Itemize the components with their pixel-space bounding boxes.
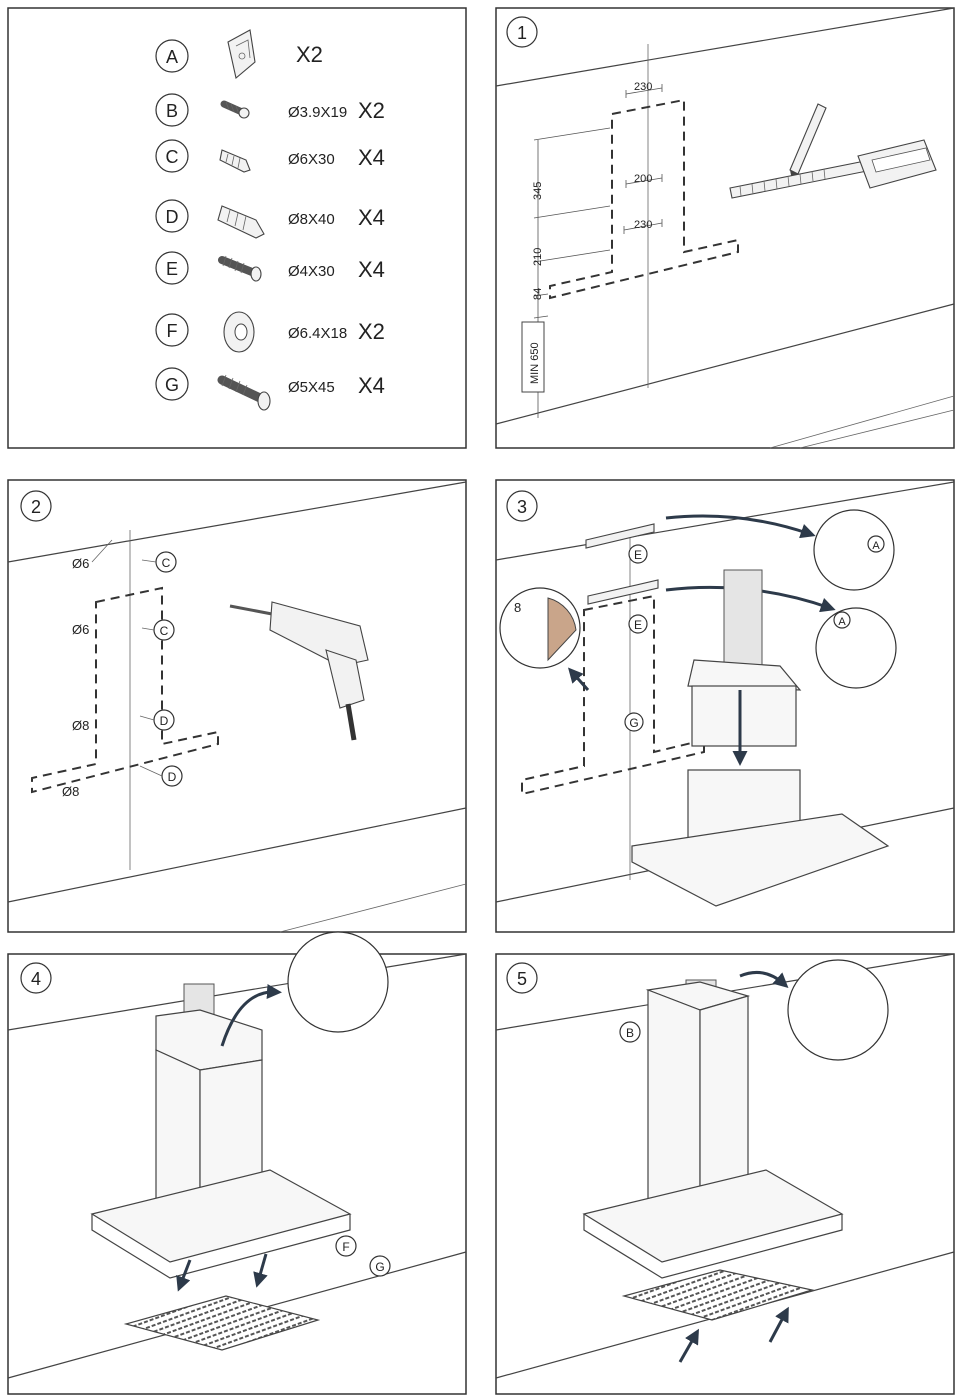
part-size: Ø6X30: [288, 151, 335, 168]
part-qty: X4: [358, 145, 385, 170]
part-callout: B: [626, 1026, 634, 1040]
part-size: Ø3.9X19: [288, 104, 347, 121]
dim-label: 230: [634, 219, 652, 231]
min-height-label: MIN 650: [529, 342, 541, 384]
part-callout: E: [634, 548, 642, 562]
part-qty: X4: [358, 257, 385, 282]
part-qty: X2: [358, 98, 385, 123]
ceiling-line: [7, 481, 467, 563]
small-screw-icon: [220, 100, 250, 119]
part-row-d: D Ø8X40 X4: [155, 199, 385, 239]
part-letter: G: [165, 375, 179, 395]
step-1-panel: 1 230 200 230 345 210 84 MIN 650: [495, 7, 955, 449]
part-row-e: E Ø4X30 X4: [155, 251, 385, 285]
hood-outline: [549, 98, 739, 300]
dim-label: 84: [532, 288, 544, 300]
part-letter-circle: [155, 39, 189, 73]
step-number: 1: [517, 23, 527, 43]
washer-icon: [223, 311, 255, 353]
parts-panel: A X2 B Ø3.9X19 X2 C: [7, 7, 467, 449]
wall-bracket: [587, 579, 659, 605]
step-4-panel: 4 F G: [7, 931, 467, 1395]
tape-measure-icon: [729, 139, 937, 199]
worktop-line: [495, 303, 955, 425]
part-row-a: A X2: [155, 29, 323, 80]
step-3-panel: 3 E E G A A 8: [495, 479, 955, 933]
part-letter: F: [167, 321, 178, 341]
part-row-g: G Ø5X45 X4: [155, 367, 385, 411]
part-letter: B: [166, 101, 178, 121]
dim-label: 200: [634, 173, 652, 185]
dim-label: 345: [532, 182, 544, 200]
dim-label: 8: [514, 600, 521, 615]
part-letter: C: [166, 147, 179, 167]
wood-screw-icon: [218, 255, 262, 282]
power-drill-icon: [229, 601, 369, 741]
part-size: Ø8X40: [288, 211, 335, 228]
part-row-b: B Ø3.9X19 X2: [155, 93, 385, 127]
part-callout: D: [160, 714, 169, 728]
hole-diameter-label: Ø6: [72, 622, 89, 637]
dim-label: 210: [532, 248, 544, 266]
ceiling-line: [495, 7, 955, 87]
wall-plug-small-icon: [219, 149, 251, 173]
part-callout: G: [375, 1260, 384, 1274]
part-size: Ø4X30: [288, 263, 335, 280]
part-callout: C: [162, 556, 171, 570]
part-callout: E: [634, 618, 642, 632]
grease-filter: [621, 1269, 815, 1321]
canopy: [631, 813, 890, 907]
part-callout: C: [160, 624, 169, 638]
duct-pipe: [723, 569, 763, 681]
part-qty: X4: [358, 373, 385, 398]
hole-diameter-label: Ø8: [62, 784, 79, 799]
min-height-box: [521, 321, 545, 393]
step-number: 4: [31, 969, 41, 989]
grease-filter: [123, 1295, 321, 1351]
step-number: 2: [31, 497, 41, 517]
wall-bracket: [585, 523, 655, 549]
part-callout: A: [872, 540, 880, 552]
hole-diameter-label: Ø6: [72, 556, 89, 571]
detail-zoom: [787, 959, 889, 1061]
wall-plug-large-icon: [217, 205, 265, 239]
step-number-circle: [506, 16, 538, 48]
part-size: Ø5X45: [288, 379, 335, 396]
step-number: 3: [517, 497, 527, 517]
bracket-icon: [227, 29, 256, 80]
detail-zoom: [815, 607, 897, 689]
part-row-c: C Ø6X30 X4: [155, 139, 385, 173]
detail-zoom: [813, 509, 895, 591]
wall-section: [547, 597, 577, 662]
part-letter: D: [166, 207, 179, 227]
large-screw-icon: [217, 374, 271, 411]
step-2-panel: 2 Ø6 Ø6 Ø8 Ø8 C C D D: [7, 479, 467, 933]
step-number: 5: [517, 969, 527, 989]
step-5-panel: 5 B: [495, 953, 955, 1395]
part-qty: X4: [358, 205, 385, 230]
hood-outline: [31, 586, 219, 794]
dim-label: 230: [634, 81, 652, 93]
part-callout: A: [838, 616, 846, 628]
part-letter: A: [166, 47, 178, 67]
part-row-f: F Ø6.4X18 X2: [155, 311, 385, 353]
worktop-line: [7, 807, 467, 903]
part-size: Ø6.4X18: [288, 325, 347, 342]
part-callout: G: [629, 716, 638, 730]
part-qty: X2: [296, 42, 323, 67]
part-qty: X2: [358, 319, 385, 344]
hole-diameter-label: Ø8: [72, 718, 89, 733]
part-letter: E: [166, 259, 178, 279]
detail-zoom: [287, 931, 389, 1033]
part-callout: D: [168, 770, 177, 784]
part-callout: F: [342, 1240, 349, 1254]
hood-outline: [521, 594, 705, 796]
